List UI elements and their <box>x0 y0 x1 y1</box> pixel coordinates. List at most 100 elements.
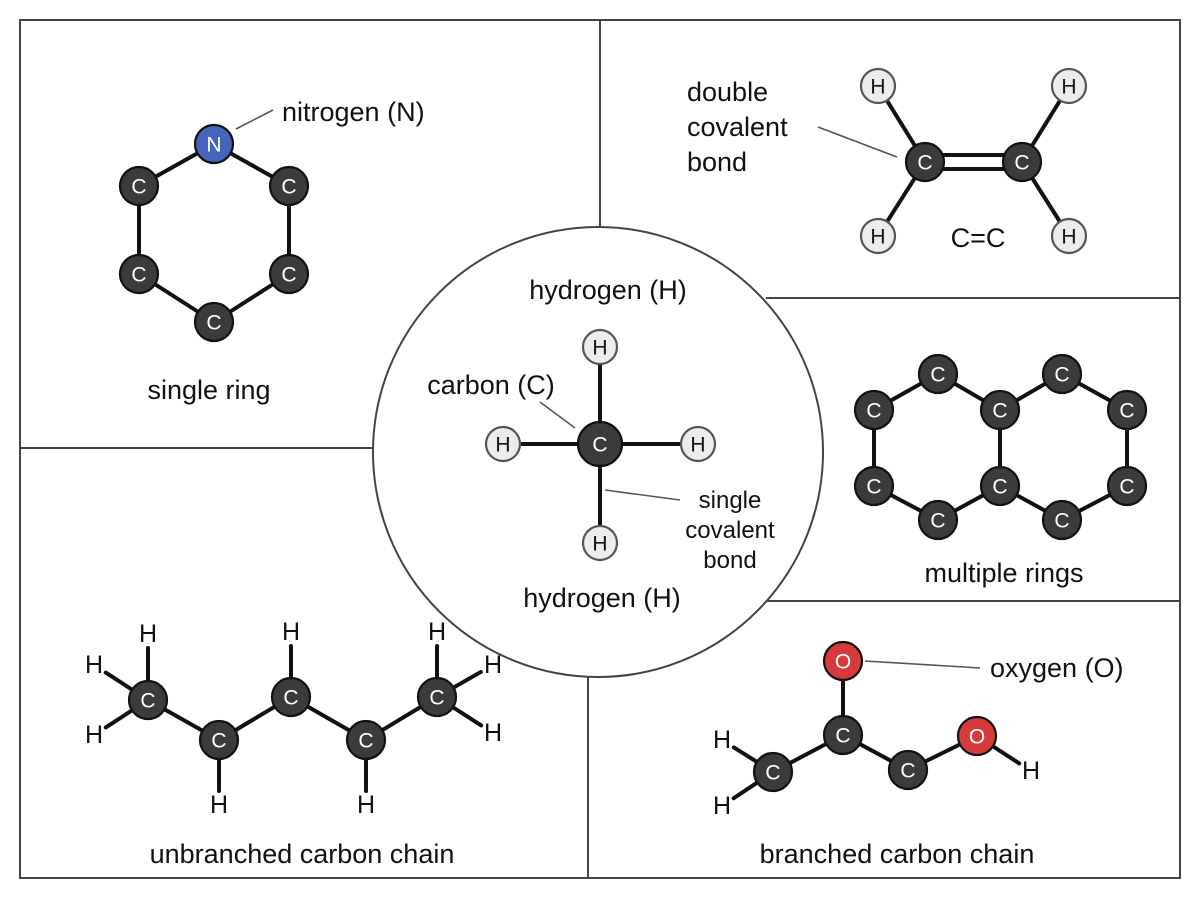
hydrogen-symbol: H <box>357 791 375 819</box>
hydrogen-atom: H <box>1050 67 1088 105</box>
carbon-atom-symbol: C <box>1054 364 1069 387</box>
carbon-atom-circle <box>118 165 160 207</box>
carbon-atom: C <box>979 389 1021 431</box>
carbon-atom: C <box>1041 499 1083 541</box>
methane-hydrogen-top-label: hydrogen (H) <box>529 275 687 305</box>
hydrogen-atom-symbol: H <box>870 226 885 249</box>
carbon-atom-symbol: C <box>917 152 932 175</box>
carbon-atom: C <box>268 165 310 207</box>
hydrogen-atom-symbol: H <box>690 434 705 457</box>
carbon-atom: C <box>198 719 240 761</box>
nitrogen-label: nitrogen (N) <box>282 97 425 127</box>
carbon-atom-symbol: C <box>930 510 945 533</box>
carbon-atom-circle <box>1001 141 1043 183</box>
methane-single-bond-line-3: bond <box>703 547 756 574</box>
hydrogen-atom-symbol: H <box>870 76 885 99</box>
unbranched-caption: unbranched carbon chain <box>150 839 455 869</box>
carbon-atom-circle <box>198 719 240 761</box>
carbon-atom-circle <box>979 389 1021 431</box>
double-bond-label-line-1: double <box>687 77 768 107</box>
methane-hydrogen-bottom-label: hydrogen (H) <box>523 583 681 613</box>
carbon-atom: C <box>127 679 169 721</box>
carbon-atom-circle <box>118 253 160 295</box>
carbon-atom-circle <box>1041 353 1083 395</box>
carbon-atom: C <box>853 465 895 507</box>
nitrogen-leader-line <box>235 109 274 130</box>
oxygen-atom: O <box>956 715 998 757</box>
hydrogen-symbol: H <box>484 651 502 679</box>
oxygen-label: oxygen (O) <box>990 653 1124 683</box>
carbon-atom-symbol: C <box>992 476 1007 499</box>
hydrogen-symbol: H <box>210 791 228 819</box>
multiple-rings-caption: multiple rings <box>924 558 1083 588</box>
carbon-atom-symbol: C <box>358 730 373 753</box>
hydrogen-atom-symbol: H <box>1061 76 1076 99</box>
carbon-atom: C <box>1001 141 1043 183</box>
oxygen-atom-symbol: O <box>835 651 851 674</box>
carbon-atom-symbol: C <box>281 176 296 199</box>
hydrogen-symbol: H <box>85 721 103 749</box>
carbon-atom: C <box>887 749 929 791</box>
hydrogen-symbol: H <box>282 618 300 646</box>
double-bond-label-line-3: bond <box>687 147 747 177</box>
carbon-atom-circle <box>576 420 624 468</box>
carbon-atom-symbol: C <box>835 725 850 748</box>
carbon-atom-symbol: C <box>1119 400 1134 423</box>
hydrogen-atom-circle <box>1050 217 1088 255</box>
carbon-atom-circle <box>1041 499 1083 541</box>
hydrogen-atom: H <box>484 425 522 463</box>
carbon-atom: C <box>917 353 959 395</box>
carbon-atom-circle <box>270 676 312 718</box>
double-bond-label-line-2: covalent <box>687 112 788 142</box>
hydrogen-atom-circle <box>1050 67 1088 105</box>
carbon-atom: C <box>1106 389 1148 431</box>
carbon-atom: C <box>193 301 235 343</box>
carbon-atom: C <box>822 714 864 756</box>
carbon-atom: C <box>576 420 624 468</box>
hydrogen-atom-symbol: H <box>592 337 607 360</box>
carbon-atom-circle <box>853 389 895 431</box>
nitrogen-atom-circle <box>193 123 235 165</box>
nitrogen-atom-symbol: N <box>206 134 221 157</box>
double-bond-formula: C=C <box>951 223 1006 253</box>
methane-single-bond-line-2: covalent <box>685 517 775 544</box>
methane-single-bond-line-1: single <box>699 487 762 514</box>
carbon-atom-circle <box>268 253 310 295</box>
carbon-atom-symbol: C <box>131 176 146 199</box>
carbon-atom: C <box>118 253 160 295</box>
carbon-atom: C <box>979 465 1021 507</box>
carbon-atom-circle <box>822 714 864 756</box>
carbon-atom: C <box>416 676 458 718</box>
carbon-atom: C <box>345 719 387 761</box>
carbon-atom-circle <box>853 465 895 507</box>
hydrogen-atom-symbol: H <box>592 533 607 556</box>
single-ring-caption: single ring <box>147 375 270 405</box>
nitrogen-atom: N <box>193 123 235 165</box>
hydrogen-atom: H <box>581 524 619 562</box>
oxygen-atom: O <box>822 640 864 682</box>
carbon-atom-circle <box>917 353 959 395</box>
carbon-atom-circle <box>917 499 959 541</box>
carbon-atom-symbol: C <box>1054 510 1069 533</box>
hydrogen-atom-circle <box>679 425 717 463</box>
carbon-atom-circle <box>904 141 946 183</box>
carbon-atom-symbol: C <box>1119 476 1134 499</box>
carbon-atom-symbol: C <box>900 760 915 783</box>
hydrogen-symbol: H <box>1022 757 1040 785</box>
hydrogen-atom: H <box>1050 217 1088 255</box>
carbon-atom-circle <box>345 719 387 761</box>
carbon-atom-symbol: C <box>765 762 780 785</box>
hydrogen-atom-symbol: H <box>495 434 510 457</box>
oxygen-atom-circle <box>822 640 864 682</box>
oxygen-leader-line <box>864 660 981 669</box>
carbon-atom-circle <box>752 751 794 793</box>
carbon-atom-symbol: C <box>866 400 881 423</box>
carbon-leader-line <box>539 401 576 429</box>
hydrogen-atom: H <box>581 328 619 366</box>
carbon-atom-circle <box>1106 389 1148 431</box>
carbon-atom: C <box>1041 353 1083 395</box>
hydrogen-atom-symbol: H <box>1061 226 1076 249</box>
carbon-atom-symbol: C <box>992 400 1007 423</box>
